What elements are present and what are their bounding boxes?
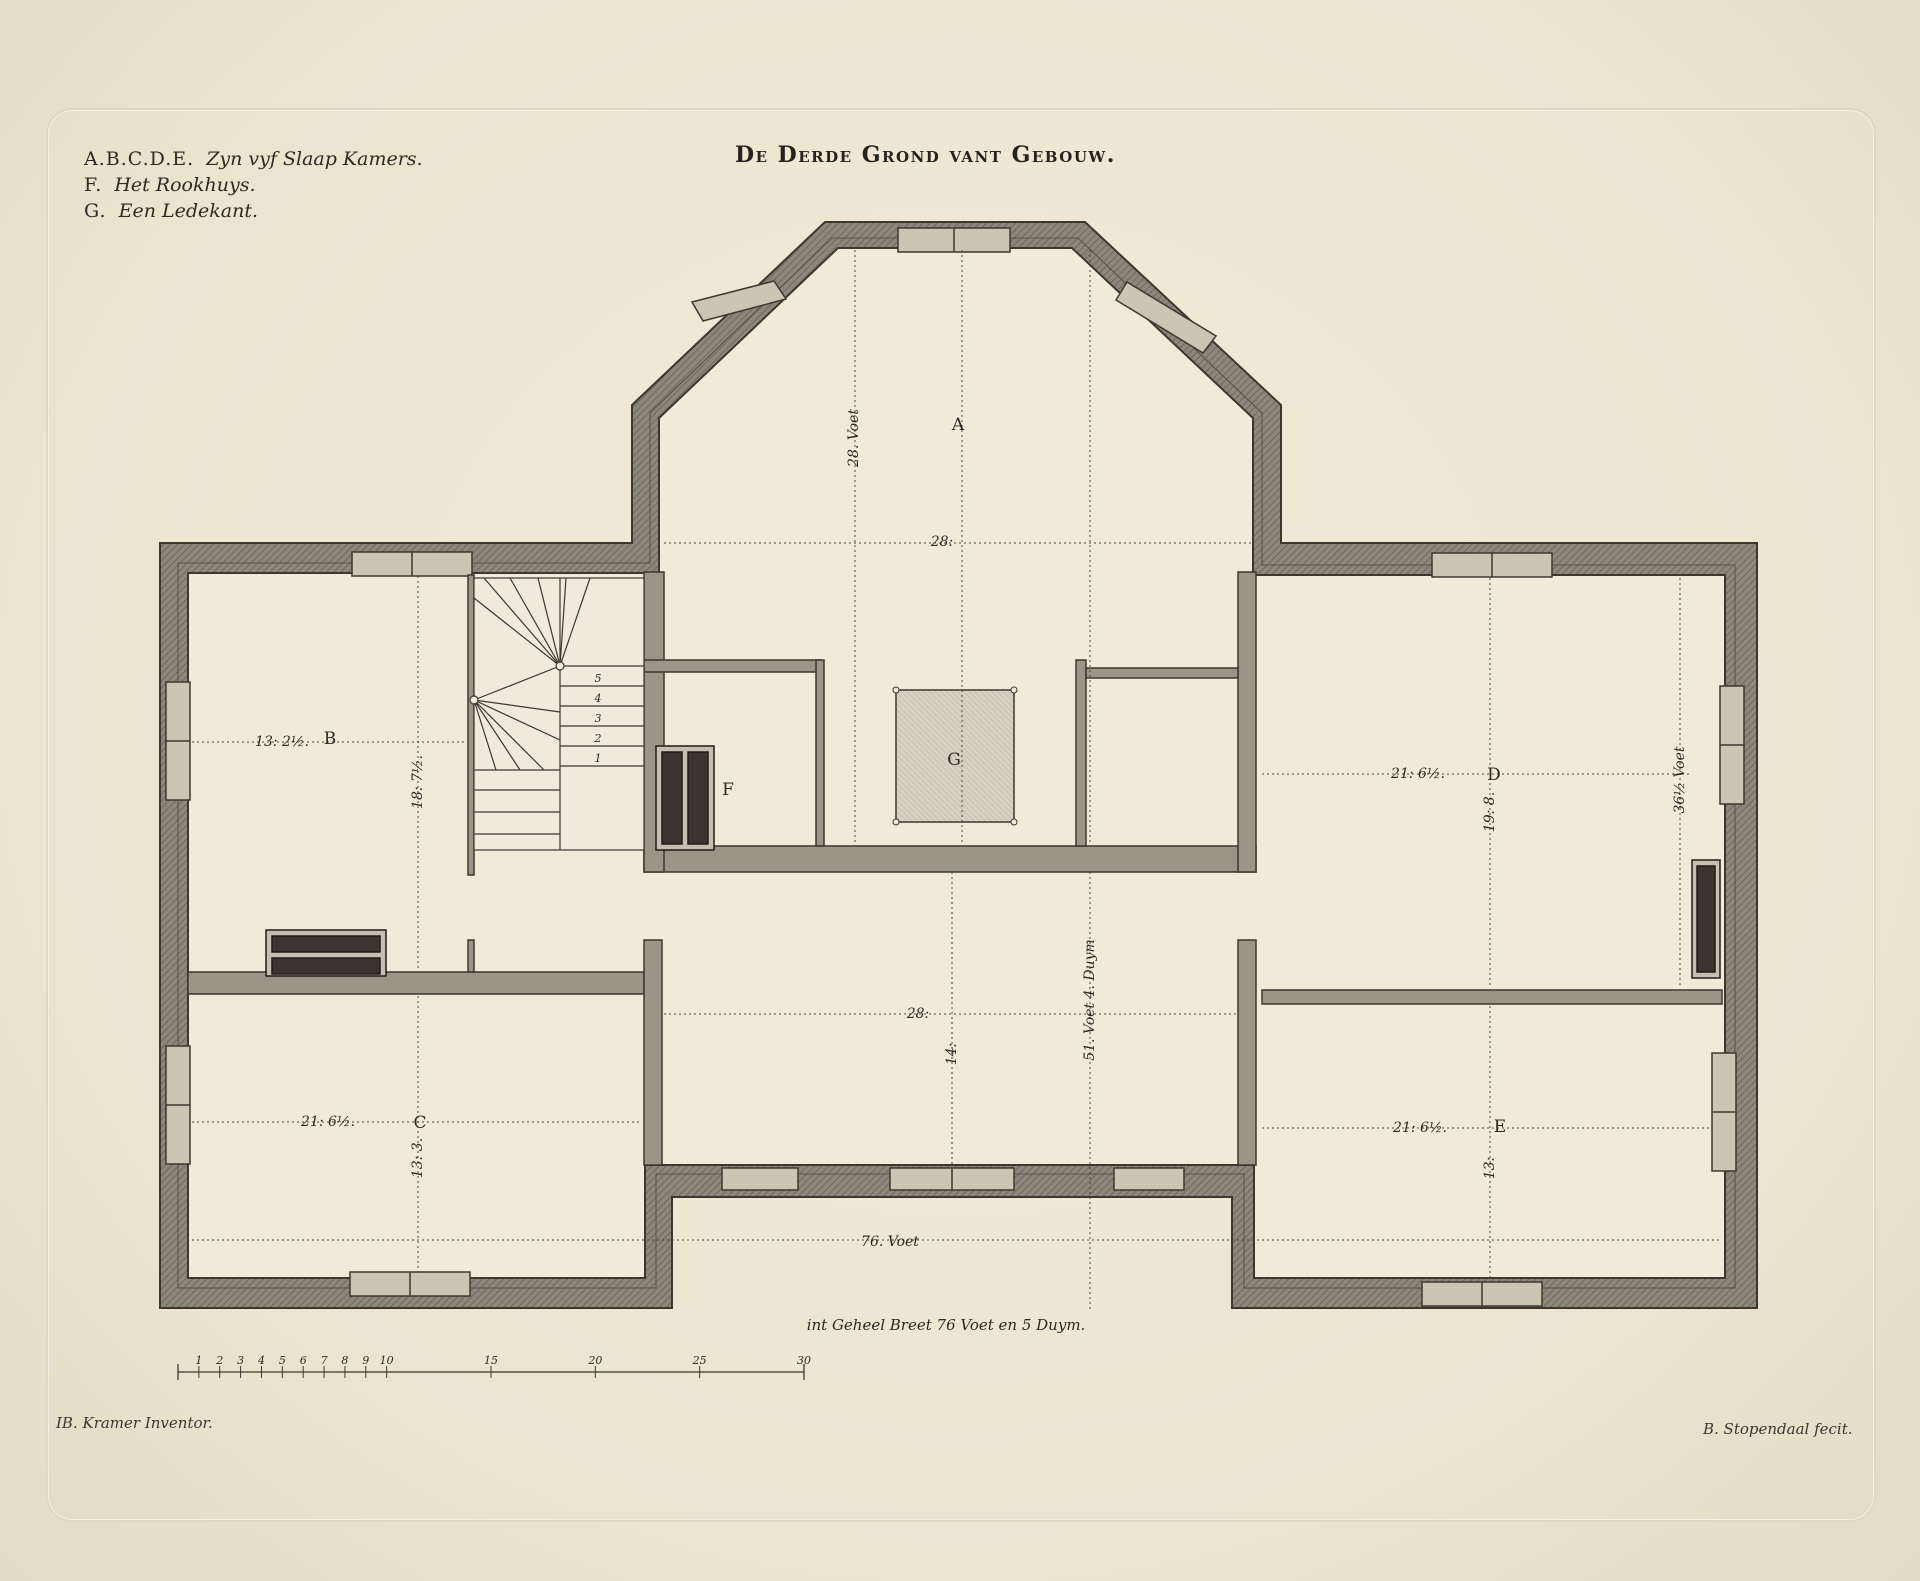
- room-label-e: E: [1494, 1117, 1506, 1137]
- room-label-b: B: [324, 729, 337, 749]
- scale-tick-label: 3: [237, 1354, 244, 1367]
- stair-step: 4: [594, 692, 602, 705]
- plate-border: [46, 108, 1876, 1522]
- dim-a-height: 28. Voet: [846, 409, 862, 468]
- room-label-c: C: [413, 1113, 426, 1133]
- credit-engraver: B. Stopendaal fecit.: [1703, 1420, 1853, 1438]
- scale-tick-label: 4: [257, 1354, 265, 1367]
- interior-walls: [187, 571, 1723, 1166]
- dim-d-width: 21: 6½.: [1390, 766, 1445, 782]
- staircase: [469, 577, 645, 851]
- stair-step: 1: [595, 752, 602, 765]
- legend-row-bed: G. Een Ledekant.: [84, 198, 423, 224]
- scale-tick-label: 9: [362, 1354, 369, 1367]
- scale-tick-label: 5: [279, 1354, 286, 1367]
- scale-tick-label: 2: [215, 1354, 223, 1367]
- dim-b-width: 13: 2½.: [255, 734, 309, 750]
- room-label-a: A: [951, 415, 965, 435]
- stair-step-numbers: 5 4 3 2 1: [594, 672, 602, 765]
- dim-center-width: 28:: [906, 1006, 930, 1022]
- dim-b-height: 18: 7½.: [410, 755, 426, 809]
- dim-d-height: 19: 8.: [1482, 792, 1498, 832]
- dim-a-width: 28:: [930, 534, 954, 550]
- scale-tick-label: 8: [341, 1354, 348, 1367]
- scale-tick-label: 30: [797, 1354, 811, 1367]
- scale-tick-label: 10: [380, 1354, 394, 1367]
- dimension-lines: [192, 250, 1720, 1310]
- dimension-labels: 28. Voet 28: 13: 2½. 18: 7½. 21: 6½. 13:…: [255, 409, 1688, 1334]
- dim-e-width: 21: 6½.: [1392, 1120, 1447, 1136]
- dim-e-height: 13:: [1482, 1157, 1498, 1180]
- scale-tick-label: 7: [321, 1354, 328, 1367]
- scale-tick-label: 1: [195, 1354, 202, 1367]
- bed-g: [892, 686, 1018, 826]
- scale-tick-label: 20: [587, 1354, 602, 1367]
- dim-center-depth: 51. Voet 4. Duym: [1082, 939, 1098, 1061]
- windows: [165, 227, 1745, 1307]
- plan-title: De Derde Grond vant Gebouw.: [735, 142, 1116, 168]
- dim-c-width: 21: 6½.: [300, 1114, 355, 1130]
- credit-inventor: IB. Kramer Inventor.: [56, 1414, 213, 1432]
- dim-c-height: 13: 3.: [410, 1138, 426, 1178]
- legend-code: G.: [84, 200, 107, 222]
- chimneys: [265, 745, 1721, 979]
- scale-tick-label: 25: [692, 1354, 707, 1367]
- room-label-d: D: [1487, 765, 1501, 785]
- dim-center-height: 14:: [944, 1043, 960, 1066]
- legend: A.B.C.D.E. Zyn vyf Slaap Kamers. F. Het …: [84, 146, 423, 224]
- scale-tick-label: 15: [484, 1354, 498, 1367]
- scale-tick-label: 6: [300, 1354, 307, 1367]
- legend-text: Het Rookhuys.: [114, 174, 256, 196]
- legend-text: Zyn vyf Slaap Kamers.: [206, 148, 423, 170]
- stair-step: 5: [595, 672, 602, 685]
- legend-code: A.B.C.D.E.: [84, 148, 195, 170]
- room-label-f: F: [722, 780, 734, 800]
- dim-d-side: 36½ Voet: [1672, 746, 1688, 813]
- legend-row-smokehouse: F. Het Rookhuys.: [84, 172, 423, 198]
- legend-row-bedrooms: A.B.C.D.E. Zyn vyf Slaap Kamers.: [84, 146, 423, 172]
- room-label-g: G: [947, 750, 961, 770]
- room-labels: A B C D E F G: [324, 415, 1506, 1137]
- stair-step: 2: [594, 732, 602, 745]
- legend-code: F.: [84, 174, 103, 196]
- stair-step: 3: [595, 712, 602, 725]
- dim-overall: int Geheel Breet 76 Voet en 5 Duym.: [807, 1316, 1086, 1334]
- dim-total-width: 76. Voet: [861, 1234, 919, 1250]
- legend-text: Een Ledekant.: [118, 200, 259, 222]
